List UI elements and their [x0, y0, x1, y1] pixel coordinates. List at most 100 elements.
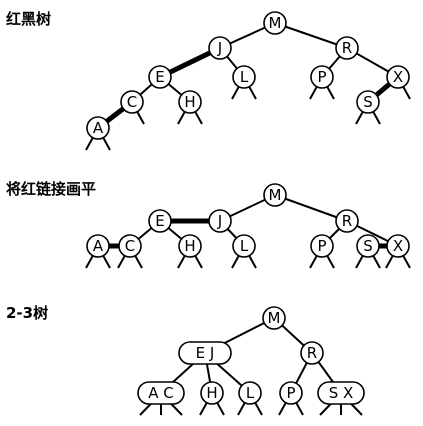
null-link-C	[117, 254, 127, 269]
node-E	[148, 209, 172, 233]
node-A	[86, 234, 110, 258]
node-P	[310, 65, 334, 89]
null-link-S	[355, 254, 365, 269]
null-link-H	[193, 254, 203, 269]
null-link-A	[101, 254, 111, 269]
node-label-L: L	[240, 68, 249, 86]
null-link-X	[401, 254, 411, 269]
node-X	[386, 65, 410, 89]
node-X	[386, 234, 410, 258]
null-link-A	[101, 136, 111, 151]
null-link-S	[371, 110, 381, 125]
section-label-red-black-tree: 红黑树	[6, 10, 52, 28]
node-E	[148, 65, 172, 89]
node-L	[238, 381, 262, 405]
black-link-M-R	[274, 22, 348, 49]
node-P	[310, 234, 334, 258]
null-link-C	[133, 254, 143, 269]
black-link-M-R	[274, 194, 348, 222]
null-link-A	[85, 254, 95, 269]
null-link-S	[355, 110, 365, 125]
null-link-C	[135, 110, 145, 125]
node-S	[356, 90, 380, 114]
node-label-C: C	[127, 93, 137, 111]
node-label-S: S	[363, 237, 373, 255]
node-AC	[137, 381, 185, 405]
node-label-M: M	[268, 309, 281, 327]
null-link-X	[385, 254, 395, 269]
node-H	[200, 381, 224, 405]
null-link-L	[247, 85, 257, 100]
node-L	[232, 234, 256, 258]
node-R	[300, 341, 324, 365]
section-label-flattened-red-links: 将红链接画平	[6, 180, 97, 198]
node-L	[232, 65, 256, 89]
null-link-X	[401, 85, 411, 100]
node-label-R: R	[342, 39, 352, 57]
node-label-C: C	[125, 237, 135, 255]
node-R	[335, 209, 359, 233]
tree-1: M J R E L P X C H S A	[85, 11, 411, 151]
node-A	[86, 116, 110, 140]
null-link-P	[325, 85, 335, 100]
node-label-L: L	[246, 384, 255, 402]
node-label-P: P	[286, 384, 295, 402]
node-label-X: X	[393, 237, 403, 255]
null-link-H	[177, 110, 187, 125]
node-R	[335, 36, 359, 60]
null-link-L	[247, 254, 257, 269]
node-H	[178, 90, 202, 114]
node-label-A: A	[93, 237, 104, 255]
node-label-M: M	[269, 186, 282, 204]
node-label-X: X	[393, 68, 403, 86]
node-label-E: E	[155, 212, 164, 230]
node-M	[263, 183, 287, 207]
null-link-L	[237, 401, 247, 416]
node-label-L: L	[240, 237, 249, 255]
node-H	[178, 234, 202, 258]
node-M	[262, 306, 286, 330]
node-label-AC: A C	[148, 384, 174, 402]
node-label-E: E	[155, 68, 164, 86]
node-label-P: P	[317, 68, 326, 86]
null-link-L	[231, 85, 241, 100]
node-P	[279, 381, 303, 405]
node-label-H: H	[184, 237, 195, 255]
section-label-2-3-tree: 2-3树	[6, 304, 49, 322]
node-label-M: M	[269, 14, 282, 32]
null-link-L	[231, 254, 241, 269]
node-S	[356, 234, 380, 258]
node-label-S: S	[363, 93, 373, 111]
node-label-R: R	[342, 212, 352, 230]
node-SX	[317, 381, 365, 405]
null-link-S	[371, 254, 381, 269]
node-J	[208, 36, 232, 60]
null-link-P	[309, 85, 319, 100]
null-link-H	[199, 401, 209, 416]
node-C	[120, 90, 144, 114]
node-J	[208, 209, 232, 233]
null-link-P	[309, 254, 319, 269]
node-label-SX: S X	[329, 384, 354, 402]
node-label-A: A	[93, 119, 104, 137]
node-label-EJ: E J	[196, 344, 215, 362]
null-link-H	[177, 254, 187, 269]
node-label-P: P	[317, 237, 326, 255]
null-link-H	[193, 110, 203, 125]
tree-3: M E J R A C H L P S X	[137, 306, 365, 416]
null-link-P	[294, 401, 304, 416]
node-label-R: R	[307, 344, 317, 362]
tree-2: M E J R A C H L P S X	[85, 183, 411, 269]
null-link-P	[278, 401, 288, 416]
null-link-A	[85, 136, 95, 151]
null-link-L	[253, 401, 263, 416]
node-label-H: H	[206, 384, 217, 402]
node-label-J: J	[217, 39, 222, 57]
null-link-P	[325, 254, 335, 269]
node-EJ	[178, 341, 232, 365]
node-M	[263, 11, 287, 35]
node-label-J: J	[217, 212, 222, 230]
node-label-H: H	[184, 93, 195, 111]
node-C	[118, 234, 142, 258]
